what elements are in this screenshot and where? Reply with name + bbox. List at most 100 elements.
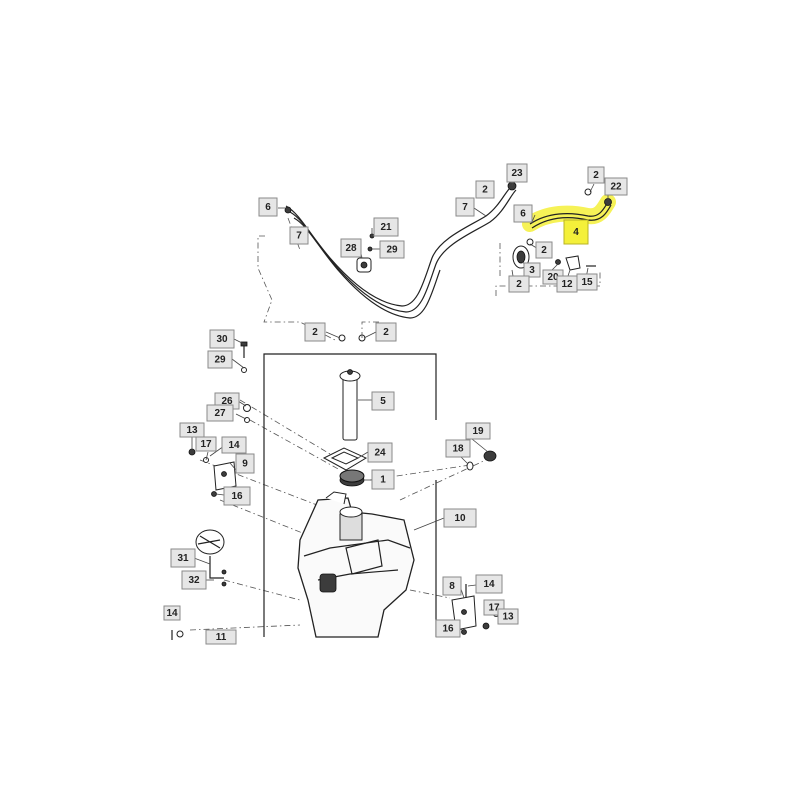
- fuel-tank-10[interactable]: [297, 491, 415, 638]
- callout-27[interactable]: 27: [206, 404, 234, 422]
- callout-32[interactable]: 32: [181, 570, 207, 590]
- callout-1[interactable]: 1: [371, 469, 395, 490]
- callout-13[interactable]: 13: [179, 422, 205, 438]
- callout-6[interactable]: 6: [258, 197, 278, 217]
- callout-31[interactable]: 31: [170, 548, 196, 568]
- callout-2[interactable]: 2: [475, 180, 495, 199]
- callout-box: [163, 605, 181, 621]
- callout-22[interactable]: 22: [604, 177, 628, 196]
- callout-number: 2: [482, 185, 488, 196]
- fuel-lines-upper[interactable]: [284, 181, 517, 319]
- callout-box: [535, 241, 553, 259]
- callout-number: 31: [177, 553, 189, 564]
- callout-16[interactable]: 16: [223, 486, 251, 506]
- callout-number: 2: [593, 170, 599, 181]
- callout-30[interactable]: 30: [209, 329, 235, 349]
- callout-14[interactable]: 14: [221, 436, 247, 454]
- callout-number: 6: [265, 202, 271, 213]
- callout-box: [563, 219, 589, 245]
- callout-2[interactable]: 2: [508, 275, 530, 293]
- callout-box: [258, 197, 278, 217]
- callout-box: [375, 322, 397, 342]
- callout-29[interactable]: 29: [207, 350, 233, 369]
- callout-18[interactable]: 18: [445, 439, 471, 458]
- callout-6[interactable]: 6: [513, 204, 533, 223]
- callout-19[interactable]: 19: [465, 422, 491, 440]
- filler-assembly-31[interactable]: [171, 529, 227, 640]
- fuel-filter-28[interactable]: [356, 257, 372, 273]
- callout-number: 2: [383, 327, 389, 338]
- callout-box: [223, 486, 251, 506]
- callout-number: 29: [386, 245, 398, 256]
- callout-10[interactable]: 10: [443, 508, 477, 528]
- callout-number: 32: [188, 575, 200, 586]
- callout-number: 16: [231, 491, 243, 502]
- callout-2[interactable]: 2: [304, 322, 326, 342]
- fuel-sender-5[interactable]: [339, 369, 361, 441]
- callout-box: [576, 273, 598, 291]
- callout-box: [340, 238, 362, 258]
- callout-number: 10: [454, 513, 466, 524]
- callout-13[interactable]: 13: [497, 608, 519, 625]
- callout-number: 28: [345, 243, 357, 254]
- callout-box: [205, 629, 237, 645]
- callout-14[interactable]: 14: [475, 574, 503, 594]
- callout-number: 12: [561, 279, 573, 290]
- callout-8[interactable]: 8: [442, 576, 462, 596]
- callout-7[interactable]: 7: [455, 197, 475, 217]
- callout-12[interactable]: 12: [556, 275, 578, 293]
- callout-box: [179, 422, 205, 438]
- callout-box: [523, 262, 541, 278]
- gasket-24[interactable]: [322, 447, 368, 471]
- callout-3[interactable]: 3: [523, 262, 541, 278]
- callout-number: 6: [520, 209, 526, 220]
- bolts-left[interactable]: [240, 341, 251, 423]
- callout-box: [443, 508, 477, 528]
- callout-14[interactable]: 14: [163, 605, 181, 621]
- callout-23[interactable]: 23: [506, 163, 528, 183]
- callout-number: 15: [581, 277, 593, 288]
- callout-number: 14: [166, 608, 178, 619]
- callout-number: 17: [488, 603, 500, 614]
- callout-24[interactable]: 24: [367, 442, 393, 463]
- callout-number: 21: [380, 222, 392, 233]
- callout-number: 18: [452, 444, 464, 455]
- callout-29[interactable]: 29: [379, 240, 405, 259]
- callout-17[interactable]: 17: [195, 436, 217, 452]
- callout-2[interactable]: 2: [587, 166, 605, 184]
- callout-number: 22: [610, 182, 622, 193]
- callout-2[interactable]: 2: [535, 241, 553, 259]
- callout-16[interactable]: 16: [435, 619, 461, 638]
- callout-box: [373, 217, 399, 237]
- callout-number: 19: [472, 426, 484, 437]
- callout-box: [207, 350, 233, 369]
- bracket-9[interactable]: [188, 448, 237, 497]
- callout-box: [170, 548, 196, 568]
- callout-box: [506, 163, 528, 183]
- callout-number: 7: [296, 231, 302, 242]
- callout-15[interactable]: 15: [576, 273, 598, 291]
- callout-number: 14: [483, 579, 495, 590]
- callout-box: [513, 204, 533, 223]
- callout-box: [371, 469, 395, 490]
- callout-21[interactable]: 21: [373, 217, 399, 237]
- callout-9[interactable]: 9: [235, 453, 255, 474]
- callout-number: 23: [511, 168, 523, 179]
- callout-number: 7: [462, 202, 468, 213]
- callout-number: 14: [228, 440, 240, 451]
- fuel-cap-1[interactable]: [339, 469, 365, 487]
- callout-number: 5: [380, 396, 386, 407]
- callout-28[interactable]: 28: [340, 238, 362, 258]
- callout-box: [304, 322, 326, 342]
- callout-box: [367, 442, 393, 463]
- callout-7[interactable]: 7: [289, 226, 309, 245]
- callout-number: 1: [380, 475, 386, 486]
- callout-box: [289, 226, 309, 245]
- callout-5[interactable]: 5: [371, 391, 395, 411]
- grommets-18-19[interactable]: [466, 450, 497, 471]
- callout-4[interactable]: 4: [563, 219, 589, 245]
- callout-2[interactable]: 2: [375, 322, 397, 342]
- callout-box: [206, 404, 234, 422]
- callout-11[interactable]: 11: [205, 629, 237, 645]
